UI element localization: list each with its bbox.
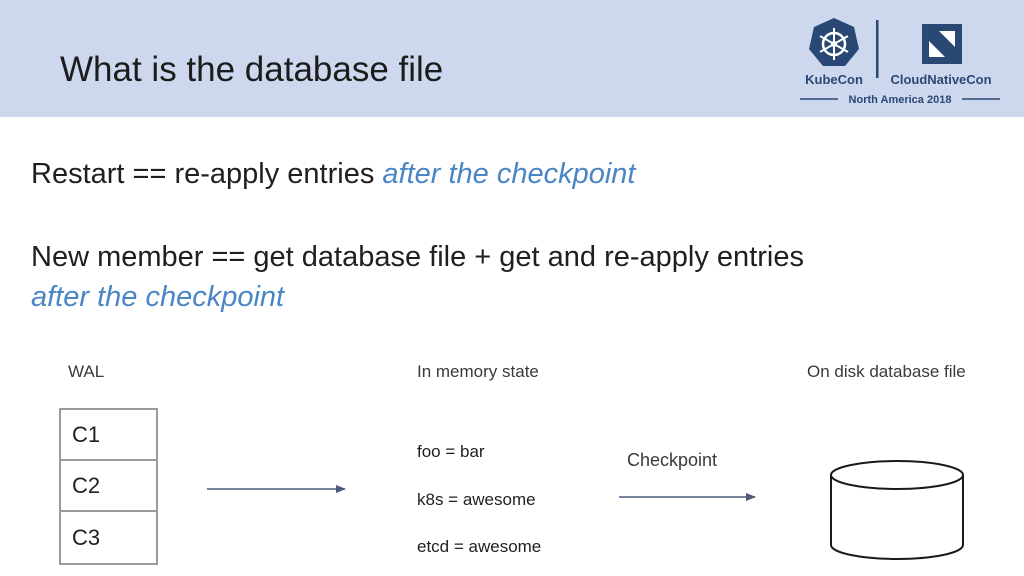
- restart-text: Restart == re-apply entries: [31, 158, 383, 190]
- wal-label: WAL: [68, 362, 105, 381]
- memory-entry: etcd = awesome: [417, 537, 542, 556]
- logo-left-name: KubeCon: [805, 72, 863, 87]
- wal-entry: C3: [72, 525, 101, 550]
- logo-event: North America 2018: [849, 94, 952, 106]
- restart-emphasis: after the checkpoint: [382, 158, 636, 190]
- cncf-icon: [922, 24, 962, 64]
- memory-entry: k8s = awesome: [417, 490, 536, 509]
- new-member-line: New member == get database file + get an…: [31, 241, 804, 273]
- wal-table: C1 C2 C3: [59, 408, 158, 565]
- checkpoint-label: Checkpoint: [627, 450, 718, 470]
- memory-label: In memory state: [417, 362, 539, 381]
- wal-entry: C2: [61, 461, 156, 512]
- kubecon-logo: KubeCon CloudNativeCon North America 201…: [800, 18, 1000, 106]
- wal-entry: C1: [61, 410, 156, 461]
- database-cylinder-icon: [830, 460, 964, 560]
- new-member-emphasis: after the checkpoint: [31, 281, 285, 313]
- restart-line: Restart == re-apply entries after the ch…: [31, 158, 636, 191]
- header-band: [0, 0, 1024, 117]
- logo-right-name: CloudNativeCon: [890, 72, 991, 87]
- kubernetes-wheel-icon: [809, 18, 859, 66]
- memory-entry: foo = bar: [417, 442, 485, 461]
- disk-label: On disk database file: [807, 362, 966, 381]
- slide-title: What is the database file: [60, 50, 444, 89]
